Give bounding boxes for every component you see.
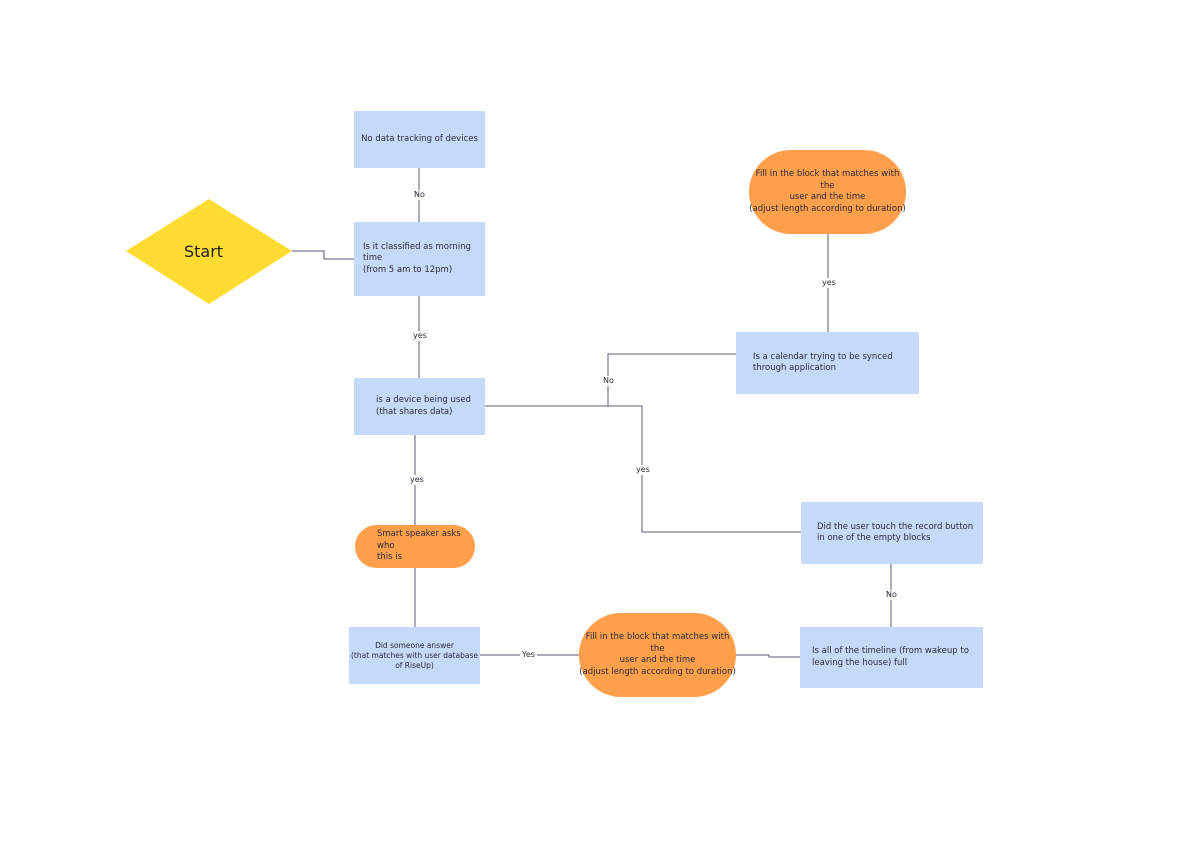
node-smart-speaker: Smart speaker asks who this is <box>355 525 475 568</box>
edge-label-morning-device: yes <box>411 331 429 341</box>
edge-label-calendar-fill: yes <box>820 278 838 288</box>
node-someone-answered: Did someone answer (that matches with us… <box>349 627 480 684</box>
edge-label-record-device: yes <box>634 465 652 475</box>
start-label: Start <box>183 242 224 261</box>
edge-label-device-calendar: No <box>601 376 616 386</box>
connector-timeline-to-fill <box>735 654 800 658</box>
node-timeline-full: Is all of the timeline (from wakeup to l… <box>800 627 983 688</box>
node-fill-block-bottom: Fill in the block that matches with the … <box>579 613 736 697</box>
node-morning-time: Is it classified as morning time (from 5… <box>354 222 485 296</box>
edge-label-device-speaker: yes <box>408 475 426 485</box>
start-diamond <box>126 199 292 304</box>
node-device-used: is a device being used (that shares data… <box>354 378 485 435</box>
node-no-data-tracking: No data tracking of devices <box>354 111 485 168</box>
node-calendar-sync: Is a calendar trying to be synced throug… <box>736 332 919 394</box>
start-shape: Start <box>126 199 294 304</box>
edge-label-timeline-record: No <box>884 590 899 600</box>
edge-label-answered-fill: Yes <box>520 650 537 660</box>
node-fill-block-top: Fill in the block that matches with the … <box>749 150 906 234</box>
connector-start-to-morning <box>292 250 354 260</box>
edge-label-no-tracking: No <box>412 190 427 200</box>
node-record-button: Did the user touch the record button in … <box>801 502 983 564</box>
